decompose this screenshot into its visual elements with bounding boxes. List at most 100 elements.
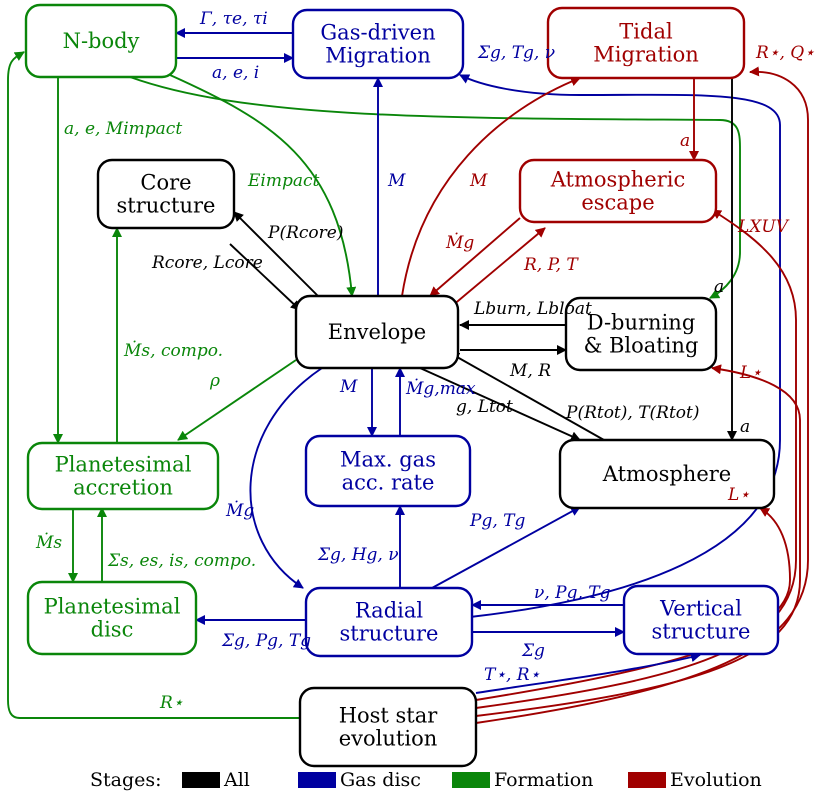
legend-label-all: All [223, 769, 250, 791]
node-gasmig-label: Migration [325, 44, 431, 68]
node-vertical-label: Vertical [659, 597, 742, 621]
edge-core-to-envelope [229, 243, 301, 311]
node-nbody-box [24, 3, 178, 79]
edge-host-to-vertical [475, 652, 701, 694]
node-pldisc-label: Planetesimal [44, 595, 181, 619]
edge-label-vertical-to-radial: ν, Pg, Tg [534, 583, 611, 603]
node-dburn-label: D-burning [587, 311, 696, 335]
edge-host-to-nbody [7, 51, 300, 719]
node-radial-box [304, 586, 474, 658]
node-nbody: N-body [24, 3, 178, 79]
edge-envelope-to-atmosphere [419, 367, 581, 441]
node-vertical-label: structure [652, 620, 751, 644]
edge-label-host-to-dburn: L⋆ [739, 363, 762, 383]
legend-label-evolution: Evolution [670, 769, 762, 791]
edge-label-nbody-to-gasmig: a, e, i [212, 63, 259, 83]
edge-label-dburn-to-envelope: Lburn, Lbloat [473, 299, 592, 319]
node-atmesc-label: Atmospheric [550, 168, 685, 192]
node-planacc-label: Planetesimal [55, 453, 192, 477]
edge-host-to-atmesc [475, 209, 797, 709]
edge-label-host-to-vertical: T⋆, R⋆ [484, 665, 541, 685]
node-dburn-label: & Bloating [584, 334, 699, 358]
node-radial-label: Radial [355, 599, 423, 623]
legend-swatch-formation [452, 772, 490, 788]
edge-label-atmosphere-to-envelope: g, Ltot [456, 397, 513, 417]
node-envelope-box [294, 294, 460, 370]
edge-label-nbody-to-planacc: a, e, Mimpact [64, 119, 182, 139]
node-host-label: Host star [339, 704, 439, 728]
edge-label-envelope-to-core: P(Rcore) [267, 223, 343, 243]
node-maxgas-box [304, 434, 472, 508]
edge-label-envelope-to-dburn: M, R [509, 361, 551, 381]
edge-atmosphere-to-envelope [449, 352, 605, 441]
legend-label-formation: Formation [494, 769, 593, 791]
edge-label-pldisc-to-planacc: Σs, es, is, compo. [107, 551, 256, 571]
edge-label-envelope-to-planacc: ρ [209, 371, 220, 391]
node-maxgas-label: Max. gas [340, 448, 436, 472]
node-gasmig-box [291, 8, 465, 80]
edge-label-core-to-envelope: Rcore, Lcore [151, 253, 263, 273]
node-dburn: D-burning& Bloating [564, 296, 718, 372]
edge-label-host-to-atmesc: LXUV [737, 217, 790, 237]
node-atmosphere-label: Atmosphere [602, 462, 731, 486]
edge-label-maxgas-to-envelope: Ṁg,max [405, 378, 476, 399]
edge-atmesc-to-envelope [429, 217, 521, 297]
node-maxgas-label: acc. rate [342, 471, 435, 495]
node-core-box [96, 158, 236, 230]
node-core-label: structure [117, 194, 216, 218]
edge-radial-to-atmosphere [431, 506, 581, 589]
edge-label-host-to-atmosphere: L⋆ [727, 485, 750, 505]
edge-label-tidal-to-atmesc: a [680, 131, 690, 151]
legend-label-gas: Gas disc [340, 769, 421, 791]
node-pldisc-label: disc [91, 618, 134, 642]
node-host-box [298, 686, 478, 768]
edge-label-planacc-to-pldisc: Ṁs [35, 532, 62, 553]
edge-nbody-to-envelope [169, 74, 357, 297]
legend-swatch-evolution [628, 772, 666, 788]
edge-label-host-to-nbody: R⋆ [159, 693, 184, 713]
edge-envelope-to-planacc [177, 359, 297, 441]
node-tidal-box [546, 6, 746, 80]
edge-label-host-to-tidal: R⋆, Q⋆ [755, 43, 815, 63]
node-atmosphere: Atmosphere [558, 438, 776, 510]
legend-swatch-all [182, 772, 220, 788]
node-core-label: Core [140, 171, 191, 195]
node-envelope-label: Envelope [328, 320, 426, 344]
node-atmesc-label: escape [581, 191, 654, 215]
legend-title: Stages: [90, 769, 162, 791]
edge-label-radial-to-gasmig: Σg, Tg, ν [477, 43, 555, 63]
edge-envelope-to-tidal [401, 76, 581, 297]
edge-label-atmesc-to-envelope: Ṁg [445, 232, 474, 253]
edge-label-envelope-to-gasmig: M [387, 171, 406, 191]
edge-envelope-to-radial [249, 367, 323, 589]
node-pldisc-box [26, 580, 198, 656]
edge-label-radial-to-maxgas: Σg, Hg, ν [317, 545, 399, 565]
edge-label-nbody-to-envelope: Eimpact [247, 171, 320, 191]
node-planacc-box [26, 441, 220, 511]
edge-label-planacc-to-core: Ṁs, compo. [123, 340, 223, 361]
edge-label-envelope-to-atmesc: R, P, T [523, 255, 579, 275]
edge-radial-to-gasmig [459, 74, 781, 618]
node-planacc-label: accretion [73, 476, 173, 500]
node-envelope: Envelope [294, 294, 460, 370]
edge-envelope-to-atmesc [451, 227, 546, 307]
legend: Stages: All Gas disc Formation Evolution [90, 769, 762, 791]
node-tidal-label: Migration [593, 43, 699, 67]
node-gasmig-label: Gas-driven [320, 21, 435, 45]
node-host-label: evolution [339, 727, 438, 751]
edge-label-radial-to-atmosphere: Pg, Tg [469, 511, 525, 531]
edge-envelope-to-core [233, 211, 319, 297]
legend-swatch-gas [298, 772, 336, 788]
node-nbody-label: N-body [63, 29, 140, 53]
